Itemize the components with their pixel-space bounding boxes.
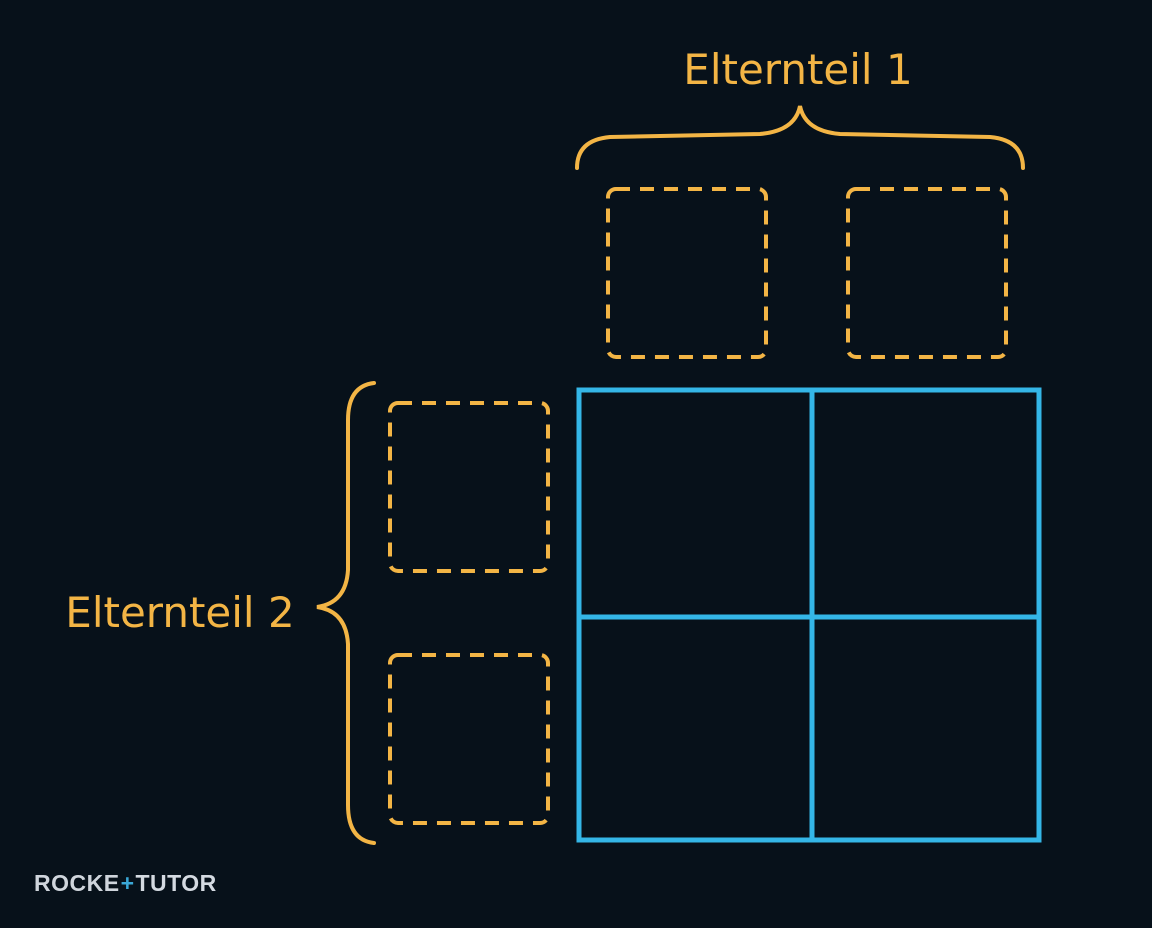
parent-1-allele-box-1 xyxy=(606,187,768,359)
parent-2-allele-box-1 xyxy=(388,401,550,573)
parent-2-allele-box-2 xyxy=(388,653,550,825)
logo-text-part-1: ROCKE xyxy=(34,870,120,896)
logo-text-part-2: TUTOR xyxy=(135,870,217,896)
rocketutor-logo: ROCKE+TUTOR xyxy=(34,870,217,897)
parent-2-brace xyxy=(316,381,376,845)
parent-1-allele-box-2 xyxy=(846,187,1008,359)
parent-2-label: Elternteil 2 xyxy=(65,588,294,637)
parent-1-brace xyxy=(575,105,1025,170)
logo-plus-icon: + xyxy=(120,870,135,896)
parent-1-label: Elternteil 1 xyxy=(683,45,912,94)
punnett-grid xyxy=(576,387,1042,843)
